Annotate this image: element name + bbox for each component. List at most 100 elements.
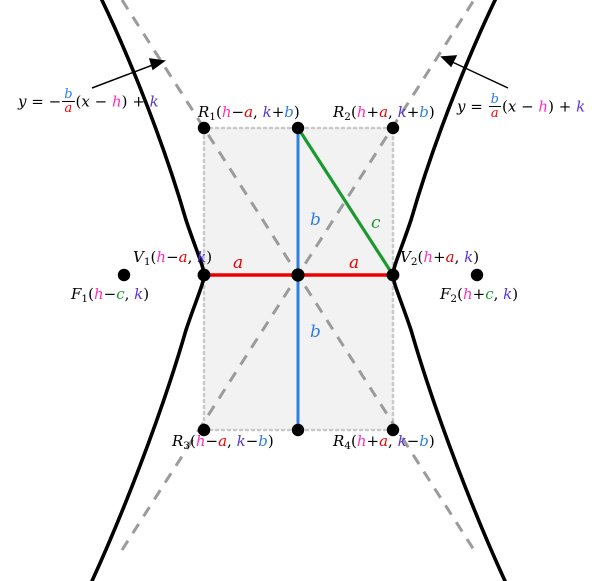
point-R4 (386, 423, 400, 437)
F1-open: ( (88, 285, 94, 303)
V2-op1: + (433, 248, 446, 266)
V1-name: V (133, 248, 144, 266)
R3-a: a (218, 432, 228, 450)
label-R1: R1(h−a, k+b) (198, 103, 300, 123)
R3-open: ( (189, 432, 196, 450)
right-eq-x: x (507, 97, 517, 116)
left-eq-numerator-b: b (64, 87, 73, 102)
V1-close: ) (206, 248, 213, 266)
point-R1 (197, 121, 211, 135)
V2-k: k (464, 248, 474, 266)
segment-label-b-bottom: b (310, 322, 321, 342)
left-eq-h: h (112, 92, 122, 111)
right-eq-equals: = (470, 97, 483, 116)
R4-name: R (333, 432, 345, 450)
V2-h: h (423, 248, 434, 266)
R4-comma: , (388, 432, 398, 450)
right-eq-plus: + (558, 97, 572, 116)
segment-label-b-top: b (310, 210, 321, 230)
F1-comma: , (124, 285, 135, 303)
point-center (291, 268, 305, 282)
segment-label-a-left: a (233, 253, 244, 273)
R2-close: ) (428, 103, 435, 121)
annotation-arrows (91, 55, 509, 89)
label-F2: F2(h+c, k) (440, 285, 518, 305)
label-V1: V1(h−a, k) (133, 248, 212, 268)
left-eq-denominator-a: a (62, 101, 75, 115)
right-eq-numerator-b: b (490, 92, 499, 107)
R1-op2: + (271, 103, 285, 121)
point-V1 (197, 268, 211, 282)
right-eq-close-paren: ) (548, 97, 554, 116)
left-eq-sign: − (48, 92, 62, 111)
V2-open: ( (417, 248, 424, 266)
left-eq-close-paren: ) (121, 92, 128, 111)
R3-comma: , (227, 432, 237, 450)
right-eq-denominator-a: a (488, 106, 501, 120)
R1-k: k (262, 103, 272, 121)
F1-k: k (134, 285, 144, 303)
right-arrow-head (440, 55, 458, 68)
left-eq-plus: + (132, 92, 145, 111)
F2-name: F (440, 285, 451, 303)
point-co-vertex-top (291, 121, 305, 135)
V1-subscript: 1 (143, 255, 151, 268)
R3-op1: − (205, 432, 219, 450)
point-R3 (197, 423, 211, 437)
R1-open: ( (215, 103, 222, 121)
right-eq-k: k (576, 97, 586, 116)
label-R4: R4(h+a, k−b) (333, 432, 435, 452)
F1-name: F (71, 285, 82, 303)
point-F2 (470, 268, 484, 282)
point-V2 (386, 268, 400, 282)
V1-a: a (178, 248, 188, 266)
F1-c: c (116, 285, 125, 303)
F1-close: ) (143, 285, 150, 303)
R2-open: ( (350, 103, 357, 121)
right-eq-open-paren: ( (501, 97, 508, 116)
R4-open: ( (350, 432, 357, 450)
F2-subscript: 2 (450, 292, 458, 305)
point-co-vertex-bottom (291, 423, 305, 437)
V1-op1: − (166, 248, 179, 266)
R4-op2: − (406, 432, 420, 450)
R4-op1: + (366, 432, 380, 450)
plotted-points (117, 121, 484, 437)
V2-subscript: 2 (410, 255, 418, 268)
R2-a: a (379, 103, 389, 121)
F2-h: h (462, 285, 473, 303)
V1-open: ( (150, 248, 157, 266)
label-F1: F1(h−c, k) (71, 285, 149, 305)
left-eq-x: x (81, 92, 90, 111)
R1-op1: − (231, 103, 245, 121)
R1-comma: , (253, 103, 263, 121)
R1-close: ) (293, 103, 300, 121)
V2-a: a (445, 248, 455, 266)
F2-c: c (485, 285, 494, 303)
F2-k: k (503, 285, 513, 303)
V1-comma: , (187, 248, 198, 266)
V2-close: ) (473, 248, 480, 266)
F1-h: h (93, 285, 104, 303)
segment-c-diagonal (296, 127, 395, 276)
R3-close: ) (267, 432, 274, 450)
R4-subscript: 4 (344, 439, 351, 452)
R1-a: a (244, 103, 254, 121)
left-eq-y: y (18, 92, 27, 111)
R2-name: R (333, 103, 345, 121)
F2-open: ( (457, 285, 463, 303)
R1-name: R (198, 103, 210, 121)
R2-h: h (356, 103, 367, 121)
R1-subscript: 1 (209, 110, 216, 123)
R2-comma: , (388, 103, 398, 121)
label-V2: V2(h+a, k) (400, 248, 479, 268)
R2-op2: + (406, 103, 420, 121)
R4-close: ) (428, 432, 435, 450)
R1-h: h (221, 103, 232, 121)
R4-h: h (356, 432, 367, 450)
left-arrow-line (91, 62, 159, 89)
R2-subscript: 2 (344, 110, 351, 123)
